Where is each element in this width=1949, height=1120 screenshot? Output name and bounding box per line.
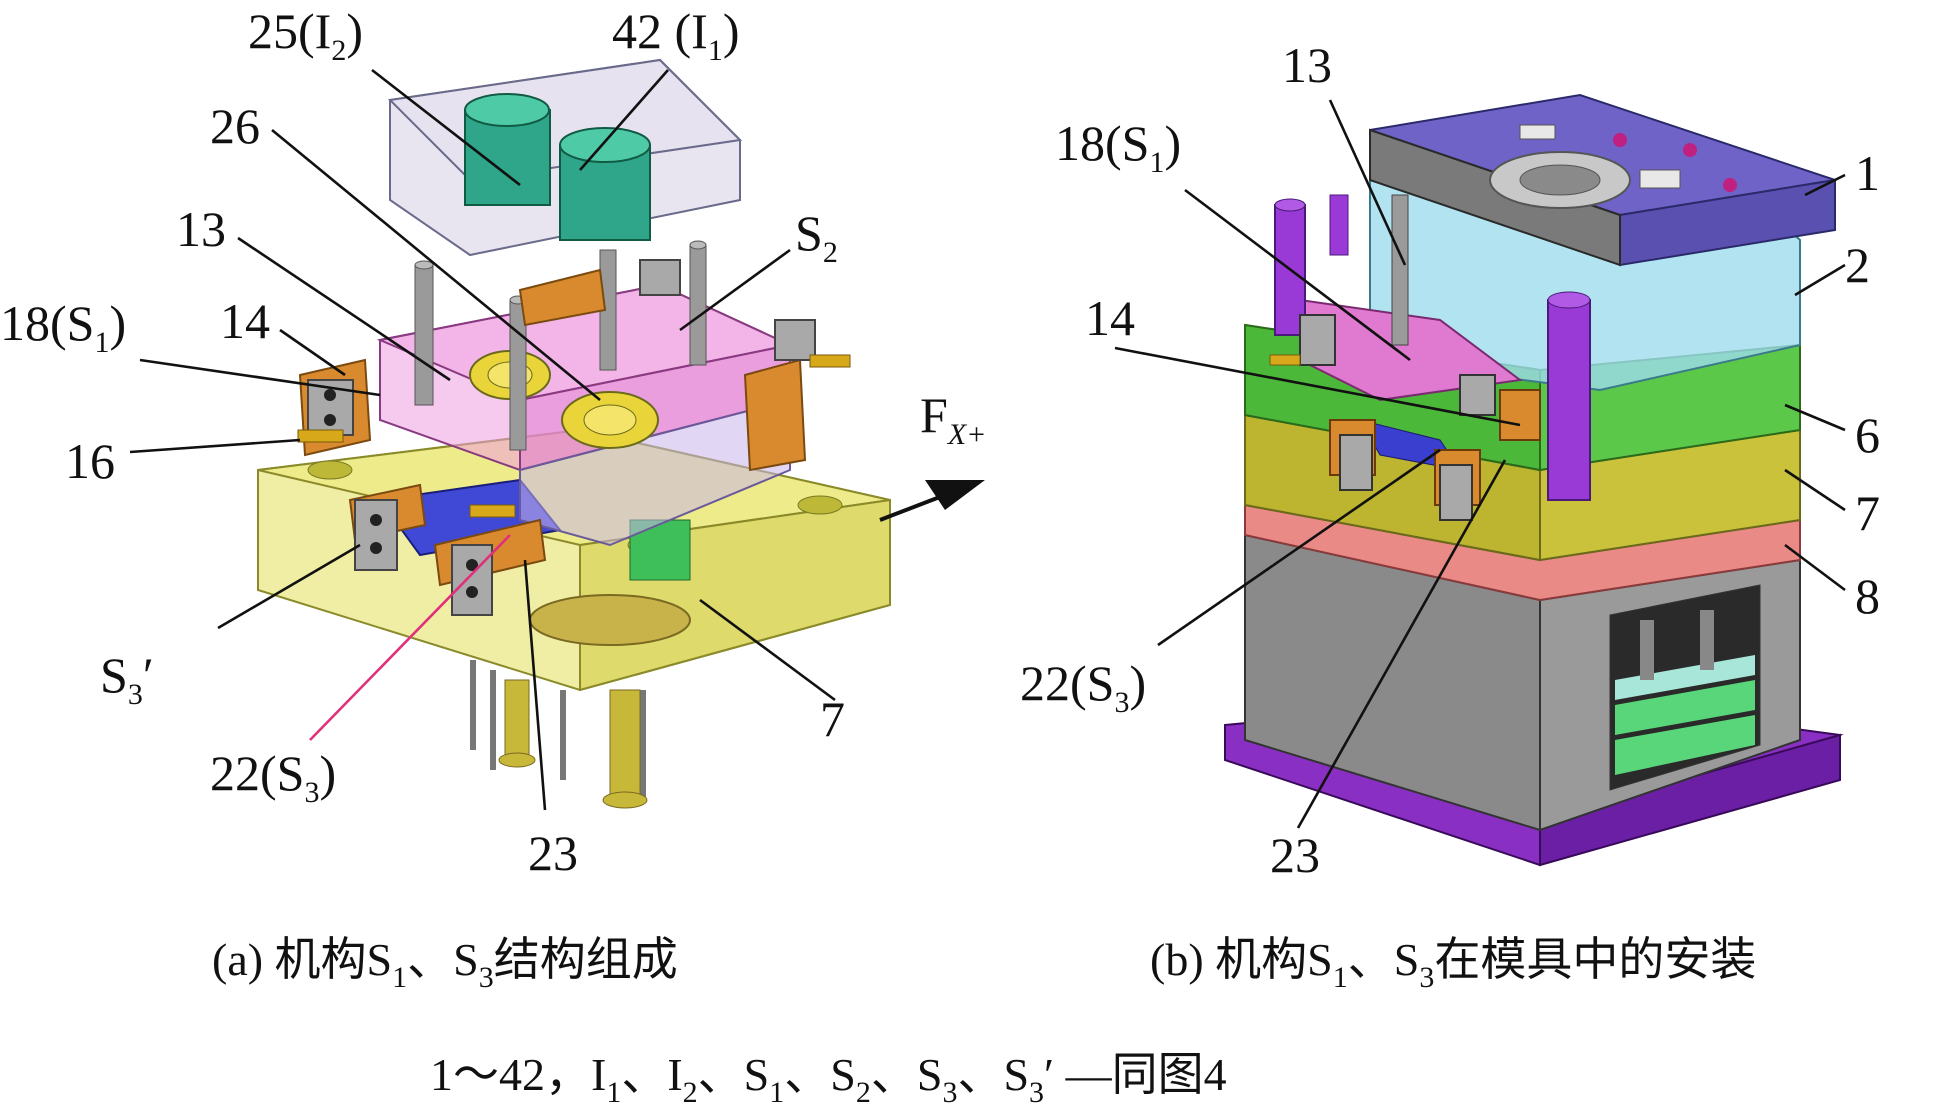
label-s2: S2 [795,205,838,269]
label-22: 22(S3) [210,745,336,809]
panel-a-drawing [257,58,985,809]
label-42: 42 (I1) [612,3,739,67]
legend-note: 1～42，I1、I2、S1、S2、S3、S3′ —同图4 [430,1049,1227,1109]
label-b-8: 8 [1855,568,1880,624]
label-b-23: 23 [1270,827,1320,883]
label-b-1: 1 [1855,145,1880,201]
panel-a-labels: 25(I2) 42 (I1) 26 13 S2 18(S1) 14 16 FX+… [0,3,986,881]
label-b-13: 13 [1282,37,1332,93]
label-fx: FX+ [920,387,986,451]
label-b-22: 22(S3) [1020,655,1146,719]
label-18: 18(S1) [0,295,126,359]
caption-a: (a) 机构S1、S3结构组成 [212,934,678,994]
label-14: 14 [220,293,270,349]
panel-b-leaders [1114,99,1846,829]
panel-b-drawing [1224,93,1844,867]
label-b-18: 18(S1) [1055,115,1181,179]
panel-a-leaders [129,68,836,811]
caption-b: (b) 机构S1、S3在模具中的安装 [1150,934,1756,994]
label-b-14: 14 [1085,290,1135,346]
label-16: 16 [65,433,115,489]
label-25: 25(I2) [248,3,363,67]
label-b-7: 7 [1855,485,1880,541]
label-23: 23 [528,825,578,881]
label-b-6: 6 [1855,407,1880,463]
label-7: 7 [820,691,845,747]
panel-b-labels: 13 18(S1) 14 1 2 6 7 8 22(S3) 23 [1020,37,1880,883]
label-13: 13 [176,201,226,257]
label-b-2: 2 [1845,237,1870,293]
label-26: 26 [210,98,260,154]
label-s3-prime: S3′ [100,647,154,711]
